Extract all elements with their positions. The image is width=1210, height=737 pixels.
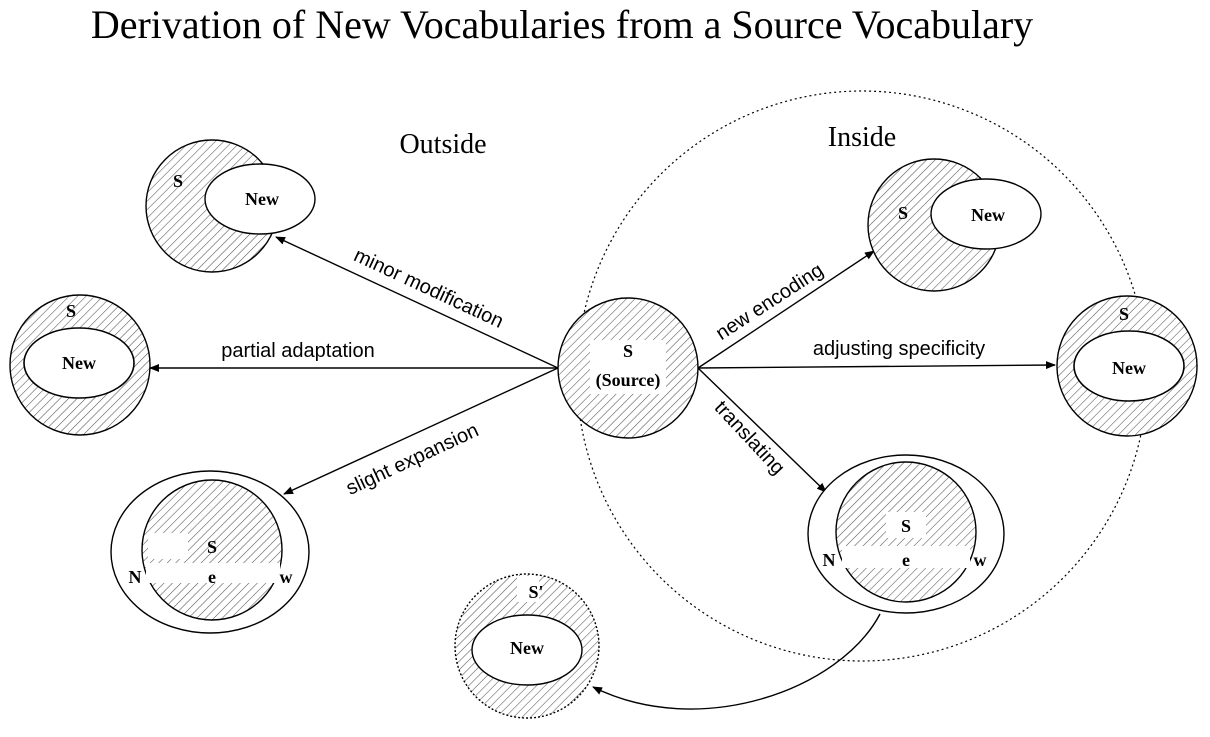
label-translating: translating [710,397,789,479]
label-minor-modification: minor modification [350,244,506,333]
inside-label: Inside [828,122,896,153]
slight-expansion-node: S N e w [110,470,310,634]
adjusting-specificity-new-label: New [1112,358,1146,378]
new-encoding-node: S New [867,158,1042,292]
slight-expansion-w-label: w [280,567,293,587]
slight-expansion-n-label: N [129,567,142,587]
source-subtitle-label: (Source) [596,370,661,391]
arrows [149,236,1056,710]
label-partial-adaptation: partial adaptation [221,340,374,362]
translating-e-label: e [902,550,910,570]
adjusting-specificity-s-label: S [1119,304,1129,324]
diagram-title: Derivation of New Vocabularies from a So… [91,2,1033,47]
label-slight-expansion: slight expansion [343,419,482,500]
partial-adaptation-new-label: New [62,353,96,373]
partial-adaptation-s-label: S [66,301,76,321]
s-prime-label: S' [528,582,543,602]
source-s-label: S [623,341,633,361]
translating-node: S N e w [807,454,1005,614]
arrow-slight-expansion [283,367,559,495]
arrow-translating [697,367,827,493]
translating-n-label: N [823,550,836,570]
arrow-minor-modification [275,236,559,369]
translating-w-label: w [974,550,987,570]
source-node: S (Source) [557,297,699,439]
label-adjusting-specificity: adjusting specificity [813,338,985,360]
arrow-translation-to-s-prime [592,613,881,710]
outside-label: Outside [399,129,486,160]
partial-adaptation-node: S New [9,294,151,436]
s-prime-new-label: New [510,638,544,658]
minor-modification-node: S New [145,139,316,273]
arrow-new-encoding [697,250,875,369]
arrow-adjusting-specificity [697,361,1056,370]
new-encoding-s-label: S [898,203,908,223]
slight-expansion-e-label: e [208,567,216,587]
s-prime-node: S' New [454,573,600,719]
slight-expansion-s-label: S [207,537,217,557]
adjusting-specificity-node: S New [1056,295,1198,437]
new-encoding-new-label: New [971,205,1005,225]
minor-modification-s-label: S [173,171,183,191]
translating-s-label: S [901,516,911,536]
minor-modification-new-label: New [245,189,279,209]
label-new-encoding: new encoding [712,259,828,345]
